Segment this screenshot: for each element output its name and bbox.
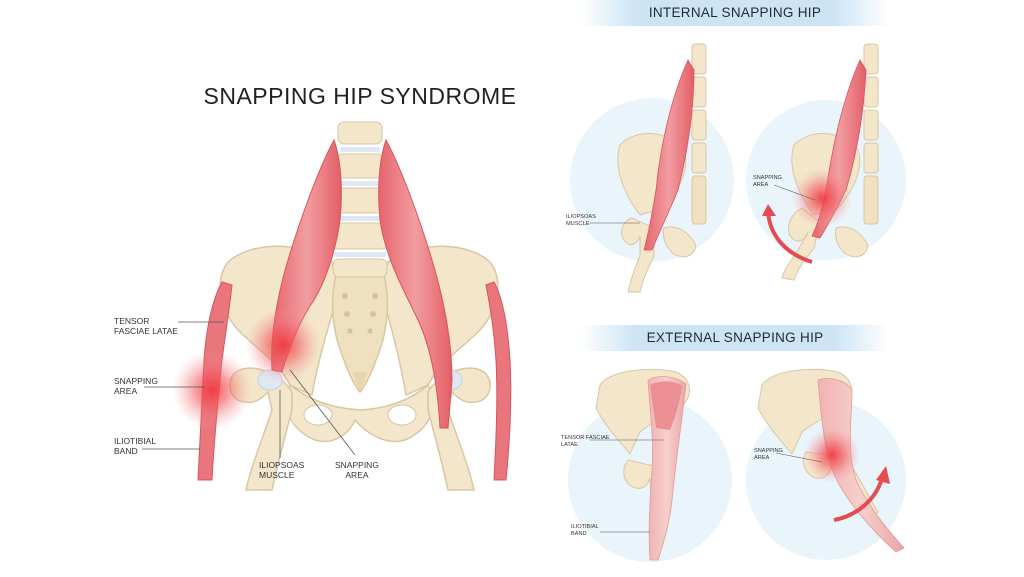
label-external-tensor: TENSOR FASCIAE LATAE xyxy=(561,435,610,448)
main-leader-lines xyxy=(142,321,356,458)
snapping-glow-left xyxy=(172,350,252,430)
internal-right-spine xyxy=(863,43,879,225)
internal-snapping-banner: INTERNAL SNAPPING HIP xyxy=(580,0,890,26)
right-it-band xyxy=(485,281,512,481)
main-pelvis-illustration xyxy=(172,121,512,491)
sacrum xyxy=(331,274,389,394)
external-panel-illustration xyxy=(568,368,906,562)
internal-arrow xyxy=(766,211,813,264)
internal-left-spine xyxy=(691,43,707,225)
snapping-glow-center xyxy=(245,307,321,383)
external-snapping-banner: EXTERNAL SNAPPING HIP xyxy=(580,325,890,351)
pubic-region xyxy=(285,383,434,443)
internal-panel-illustration xyxy=(570,43,906,293)
external-arrow xyxy=(833,477,884,522)
diagram-title: SNAPPING HIP SYNDROME xyxy=(203,83,517,109)
right-iliopsoas-muscle xyxy=(378,138,453,429)
lumbar-spine xyxy=(331,121,389,278)
